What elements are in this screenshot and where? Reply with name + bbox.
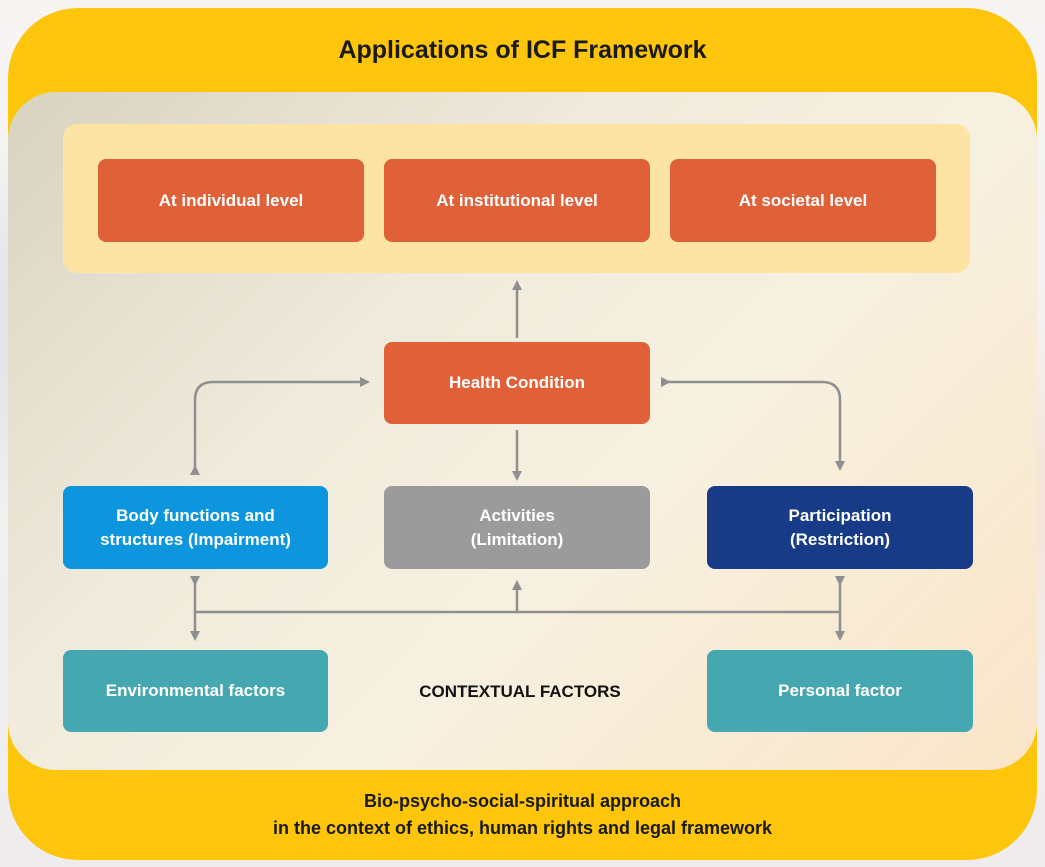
environmental-factors-box: Environmental factors [63,650,328,732]
societal-level-box: At societal level [670,159,936,242]
activities-box: Activities (Limitation) [384,486,650,569]
arrow-body-health [190,377,370,475]
diagram-title: Applications of ICF Framework [338,36,707,64]
body-functions-line-2: structures (Impairment) [100,529,291,549]
arrow-health-participation [661,377,845,471]
personal-factor-box: Personal factor [707,650,973,732]
participation-box: Participation (Restriction) [707,486,973,569]
body-functions-line-1: Body functions and [116,505,275,525]
participation-line-1: Participation [788,505,892,525]
health-condition-box: Health Condition [384,342,650,424]
activities-line-2: (Limitation) [470,529,564,549]
activities-line-1: Activities [479,505,555,525]
footer-line-2: in the context of ethics, human rights a… [272,818,773,838]
contextual-factors-label: CONTEXTUAL FACTORS [419,682,621,701]
footer-text: Bio-psycho-social-spiritual approach in … [0,788,1045,842]
institutional-level-box: At institutional level [384,159,650,242]
body-functions-box: Body functions and structures (Impairmen… [63,486,328,569]
participation-line-2: (Restriction) [789,529,891,549]
individual-level-box: At individual level [98,159,364,242]
footer-line-1: Bio-psycho-social-spiritual approach [363,791,682,811]
